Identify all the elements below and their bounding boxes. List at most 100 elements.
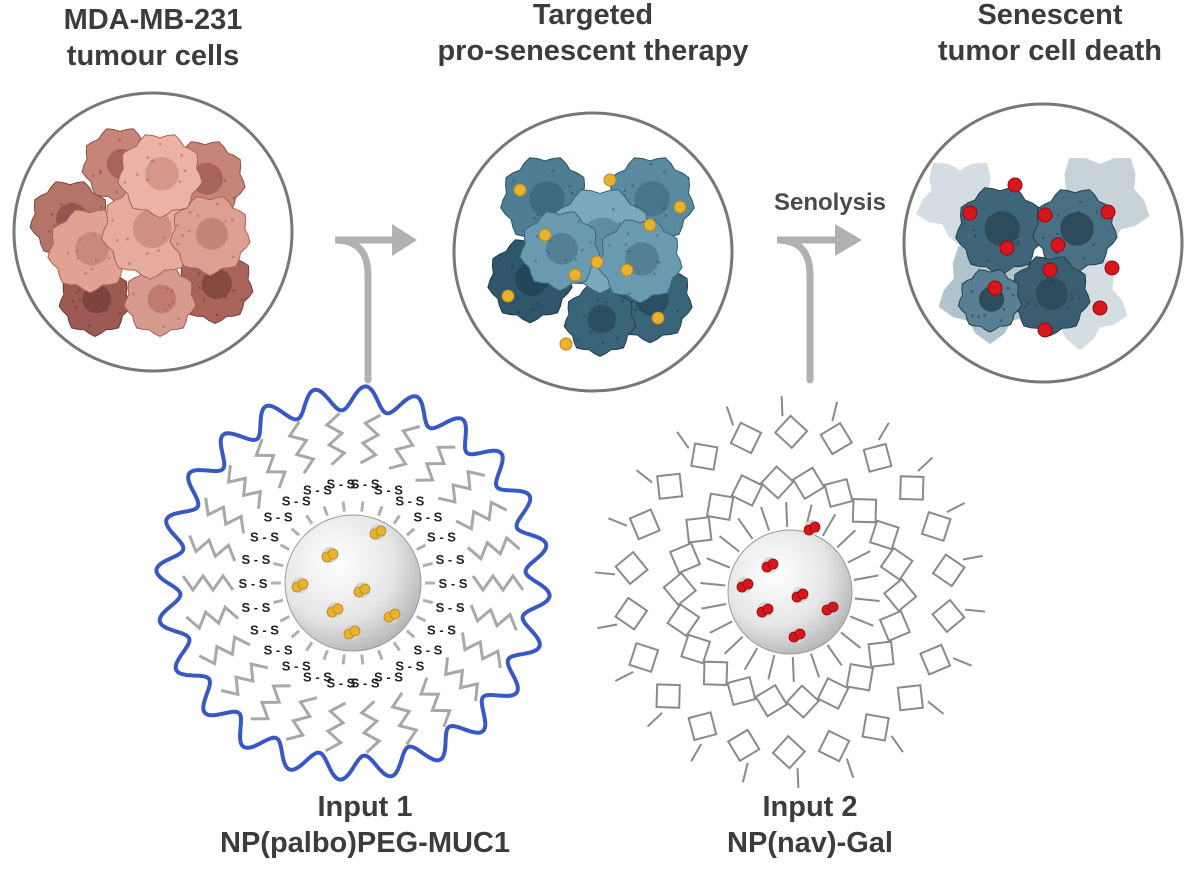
cell-granule (590, 331, 593, 334)
cell-granule (971, 290, 974, 293)
sugar-ring (867, 640, 895, 668)
cell-granule (162, 236, 165, 240)
peg-chain (390, 691, 419, 746)
cell-granule (118, 150, 121, 153)
linker (360, 501, 365, 512)
input1-label: Input 1 NP(palbo)PEG-MUC1 (170, 789, 560, 861)
cell-granule (78, 298, 82, 302)
sugar-ring (656, 472, 684, 500)
cell-granule (74, 305, 78, 309)
cell-granule (621, 299, 624, 303)
linker (279, 615, 290, 623)
cell-granule (198, 286, 201, 290)
chain-link (608, 517, 628, 527)
peg-chain (188, 534, 237, 562)
cell-granule (662, 207, 666, 210)
nav-drug-dot (1050, 237, 1066, 253)
cell-granule (608, 244, 611, 247)
cell-granule (198, 271, 201, 275)
cell-granule (1026, 302, 1029, 305)
sugar-ring (690, 442, 719, 471)
galacto-chain (847, 502, 966, 564)
chain-link (917, 456, 934, 472)
navitoclax-cargo (762, 603, 774, 615)
palbo-drug-dot (620, 263, 634, 277)
cell (1032, 189, 1118, 274)
disulfide-label: S - S (395, 658, 424, 673)
cell-granule (664, 214, 668, 218)
navitoclax-cargo (809, 521, 821, 533)
peg-chain (226, 464, 263, 509)
cell-granule (626, 232, 630, 235)
stage3-title: Senescent (977, 0, 1123, 31)
cell-granule (47, 230, 51, 233)
cell-granule (628, 291, 631, 295)
stage1-label: MDA-MB-231 tumour cells (0, 2, 306, 74)
disulfide-label: S - S (264, 642, 293, 657)
chain-link (709, 620, 733, 634)
cell-granule (99, 206, 103, 209)
cell-granule (574, 258, 577, 261)
disulfide-label: S - S (326, 675, 355, 690)
peg-chain (285, 696, 318, 741)
cell-nucleus (1035, 277, 1068, 310)
chain-link (760, 506, 770, 531)
disulfide-label: S - S (351, 477, 380, 492)
sugar-ring (680, 633, 712, 665)
sugar-ring (785, 684, 821, 719)
linker (377, 649, 384, 661)
chain-link (890, 735, 904, 753)
palbo-cargo (349, 625, 361, 637)
cell-granule (1041, 236, 1045, 240)
sugar-ring (861, 713, 890, 742)
galacto-chain (759, 396, 809, 528)
sugar-ring (730, 473, 764, 507)
galacto-chain (687, 647, 759, 762)
cell-granule (1055, 251, 1058, 255)
galacto-chain (854, 577, 986, 634)
disulfide-label: S - S (241, 552, 270, 567)
cell-granule (231, 218, 234, 222)
tumour-cell-cluster (29, 128, 254, 337)
cell-granule (201, 287, 205, 291)
sugar-ring (878, 609, 912, 643)
cell-granule (604, 301, 608, 304)
cell-granule (157, 249, 160, 252)
cell-granule (188, 230, 191, 233)
cell-nucleus (75, 232, 109, 266)
cell-granule (618, 222, 621, 225)
palbo-drug-dot (651, 311, 665, 325)
sugar-ring (614, 596, 649, 631)
cell-granule (92, 233, 96, 237)
sugar-ring (845, 663, 875, 692)
palbo-cargo (332, 603, 344, 615)
cell-granule (1077, 296, 1081, 300)
cell-granule (625, 249, 629, 253)
cell-nucleus (147, 284, 176, 314)
sugar-ring (816, 677, 850, 711)
galacto-chain (725, 406, 770, 531)
sugar-ring (931, 598, 966, 634)
cell-granule (972, 229, 976, 232)
cell-granule (523, 290, 527, 293)
sugar-ring (705, 492, 735, 521)
cell-granule (973, 235, 977, 238)
chain-link (785, 502, 789, 528)
cell-granule (91, 174, 95, 178)
input1-subtitle: NP(palbo)PEG-MUC1 (220, 827, 510, 859)
cell-granule (77, 288, 81, 292)
chain-link (845, 758, 855, 778)
palbo-cargo (389, 608, 401, 620)
cell-granule (1092, 243, 1095, 247)
chain-link (700, 582, 726, 587)
sugar-ring (919, 643, 952, 676)
cell-nucleus (1060, 212, 1094, 246)
disulfide-label: S - S (250, 623, 279, 638)
disulfide-label: S - S (427, 623, 456, 638)
nanoparticle-galacto (594, 396, 986, 788)
linker (279, 543, 290, 551)
linker (273, 598, 284, 605)
cell-granule (977, 315, 980, 319)
navitoclax-cargo (742, 578, 754, 590)
galacto-chain (821, 422, 893, 537)
